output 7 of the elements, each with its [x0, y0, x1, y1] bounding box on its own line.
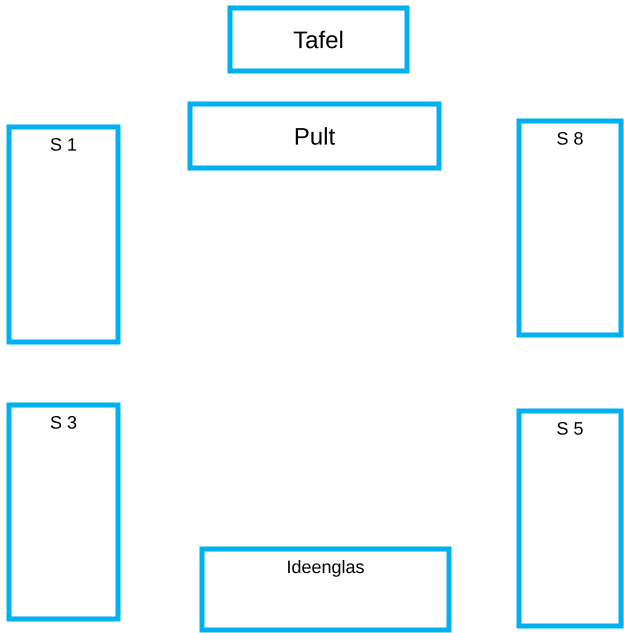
board-box: Tafel	[228, 6, 410, 74]
table-box: S 8	[516, 118, 624, 338]
table-box: S 1	[6, 124, 120, 344]
table-box: Ideenglas	[200, 546, 452, 632]
table-box: S 3	[6, 402, 120, 622]
table-box: S 5	[516, 408, 624, 628]
desk-box: Pult	[188, 102, 442, 170]
